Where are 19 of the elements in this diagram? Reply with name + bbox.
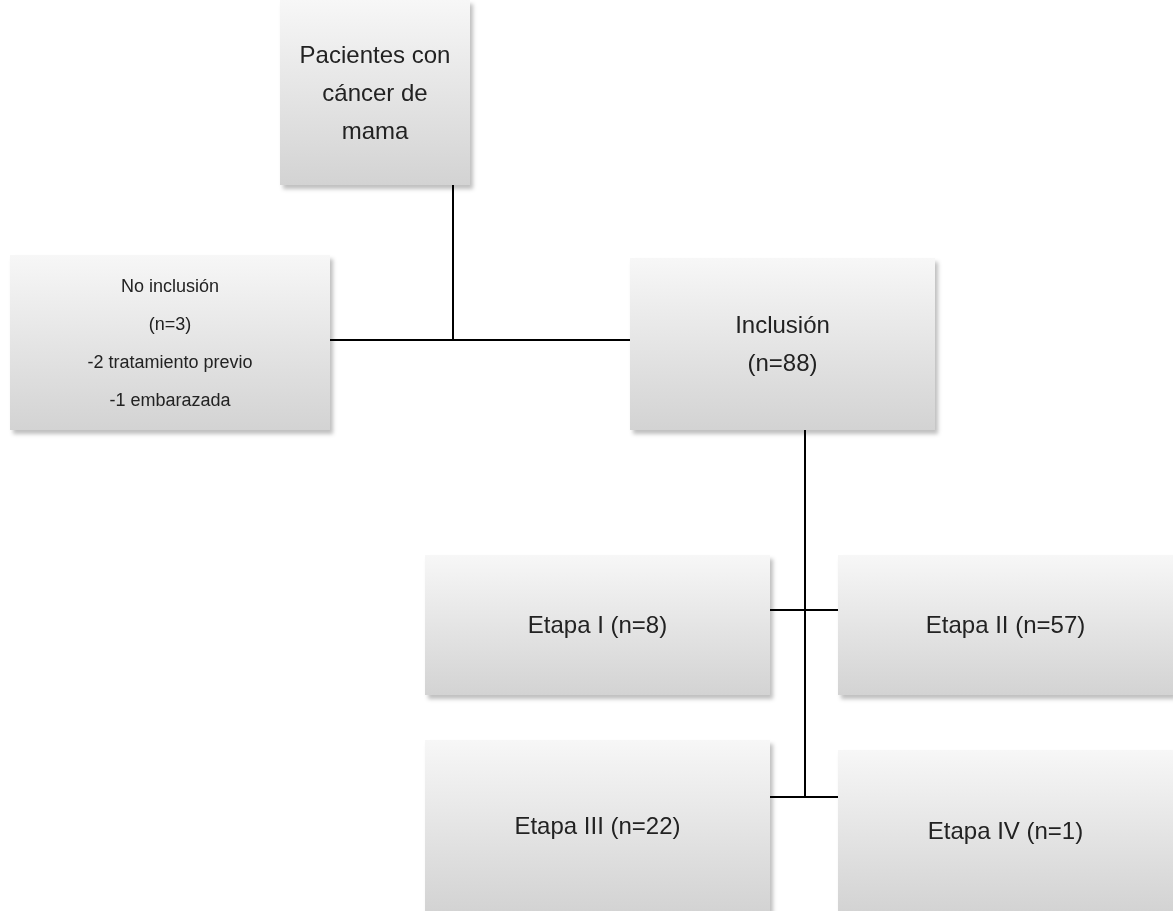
box-text: Pacientes con cáncer de mama bbox=[298, 39, 452, 146]
process-box bbox=[10, 255, 330, 430]
box-text: -2 tratamiento previo bbox=[87, 350, 253, 374]
box-text: No inclusión bbox=[120, 274, 220, 298]
process-box bbox=[425, 740, 770, 911]
box-text: Etapa II (n=57) bbox=[925, 610, 1086, 640]
box-text: Etapa IV (n=1) bbox=[927, 815, 1084, 846]
process-box bbox=[280, 0, 470, 185]
process-box bbox=[425, 555, 770, 695]
box-text: Etapa III (n=22) bbox=[514, 810, 681, 841]
box-text: (n=3) bbox=[148, 312, 192, 336]
process-box bbox=[838, 750, 1173, 911]
process-box bbox=[838, 555, 1173, 695]
box-text: (n=88) bbox=[747, 348, 818, 378]
connector-line bbox=[452, 184, 631, 341]
box-text: Etapa I (n=8) bbox=[527, 610, 668, 640]
box-text: -1 embarazada bbox=[109, 388, 231, 412]
process-box bbox=[630, 258, 935, 430]
box-text: Inclusión bbox=[735, 310, 830, 340]
